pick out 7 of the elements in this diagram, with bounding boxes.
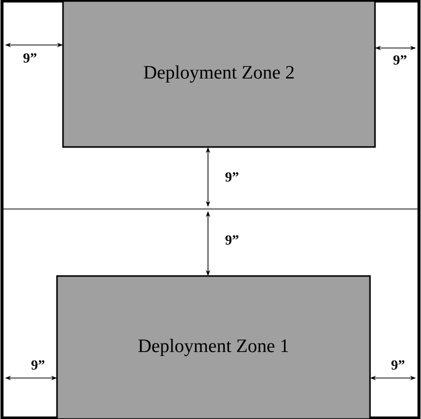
deployment-zone: Deployment Zone 1 xyxy=(56,275,371,419)
dimension-label: 9” xyxy=(225,172,238,182)
deployment-zone: Deployment Zone 2 xyxy=(62,0,376,148)
dimension-label: 9” xyxy=(391,360,404,370)
dimension-label: 9” xyxy=(225,235,238,245)
dimension-label: 9” xyxy=(23,53,36,63)
dimension-label: 9” xyxy=(393,55,406,65)
